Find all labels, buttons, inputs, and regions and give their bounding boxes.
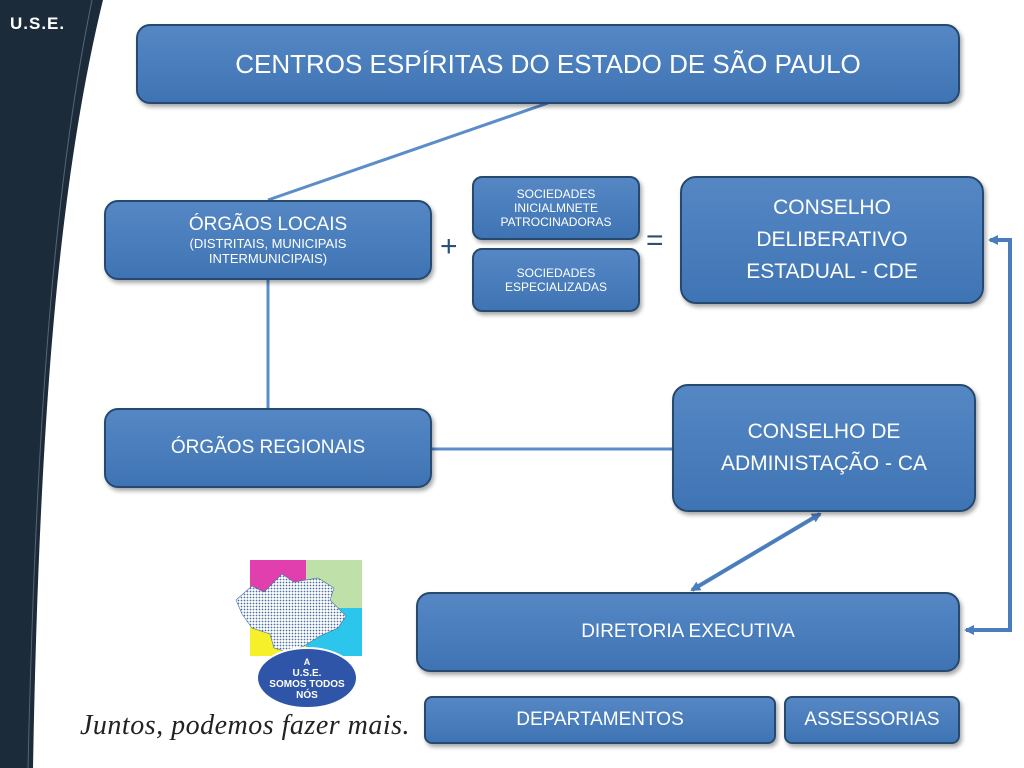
ca-box: CONSELHO DE ADMINISTAÇÃO - CA: [672, 384, 976, 512]
assessorias-label: ASSESSORIAS: [804, 709, 940, 730]
emblem-line2: U.S.E.: [292, 668, 322, 679]
cde-line3: ESTADUAL - CDE: [746, 260, 918, 283]
cde-line2: DELIBERATIVO: [756, 228, 908, 251]
orgaos-regionais-label: ÓRGÃOS REGIONAIS: [170, 437, 366, 458]
emblem-line3: SOMOS TODOS: [269, 679, 345, 690]
sociedades-patrocinadoras-box: SOCIEDADES INICIALMNETE PATROCINADORAS: [472, 176, 640, 240]
cde-line1: CONSELHO: [773, 196, 891, 219]
connector-centros-locais: [267, 101, 549, 202]
equals-symbol: =: [646, 224, 664, 257]
use-logo: U.S.E.: [10, 14, 66, 33]
slogan-text: Juntos, podemos fazer mais.: [80, 710, 411, 741]
assessorias-box: ASSESSORIAS: [784, 696, 960, 744]
orgaos-locais-title: ÓRGÃOS LOCAIS: [188, 214, 348, 235]
ca-line1: CONSELHO DE: [747, 420, 901, 443]
use-emblem: A U.S.E. SOMOS TODOS NÓS: [234, 548, 380, 710]
sociedades-especializadas-box: SOCIEDADES ESPECIALIZADAS: [472, 248, 640, 312]
sao-paulo-map-icon: [235, 560, 362, 709]
arrow-cde-diretoria: [964, 235, 1012, 635]
orgaos-locais-sub2: INTERMUNICIPAIS): [208, 251, 328, 266]
sidebar-decoration: [0, 0, 105, 768]
sociedades-especializadas-line1: SOCIEDADES: [516, 266, 596, 280]
centros-espiritas-box: CENTROS ESPÍRITAS DO ESTADO DE SÃO PAULO: [136, 24, 960, 104]
orgaos-locais-sub1: (DISTRITAIS, MUNICIPAIS: [189, 236, 347, 251]
departamentos-label: DEPARTAMENTOS: [516, 709, 684, 730]
emblem-line1: A: [303, 657, 311, 667]
sociedades-patrocinadoras-line1: SOCIEDADES: [516, 187, 596, 201]
cde-box: CONSELHO DELIBERATIVO ESTADUAL - CDE: [680, 176, 984, 304]
centros-espiritas-label: CENTROS ESPÍRITAS DO ESTADO DE SÃO PAULO: [235, 48, 861, 79]
orgaos-locais-box: ÓRGÃOS LOCAIS (DISTRITAIS, MUNICIPAIS IN…: [104, 200, 432, 280]
plus-symbol: +: [440, 230, 458, 263]
sociedades-patrocinadoras-line2: INICIALMNETE: [513, 201, 598, 215]
emblem-line4: NÓS: [296, 690, 318, 701]
diretoria-executiva-label: DIRETORIA EXECUTIVA: [581, 621, 795, 642]
emblem-text: A U.S.E. SOMOS TODOS NÓS: [257, 651, 357, 707]
sociedades-patrocinadoras-line3: PATROCINADORAS: [500, 215, 612, 229]
arrow-ca-diretoria: [690, 512, 822, 592]
departamentos-box: DEPARTAMENTOS: [424, 696, 776, 744]
diretoria-executiva-box: DIRETORIA EXECUTIVA: [416, 592, 960, 672]
sociedades-especializadas-line2: ESPECIALIZADAS: [504, 280, 608, 294]
orgaos-regionais-box: ÓRGÃOS REGIONAIS: [104, 408, 432, 488]
ca-line2: ADMINISTAÇÃO - CA: [720, 452, 928, 475]
